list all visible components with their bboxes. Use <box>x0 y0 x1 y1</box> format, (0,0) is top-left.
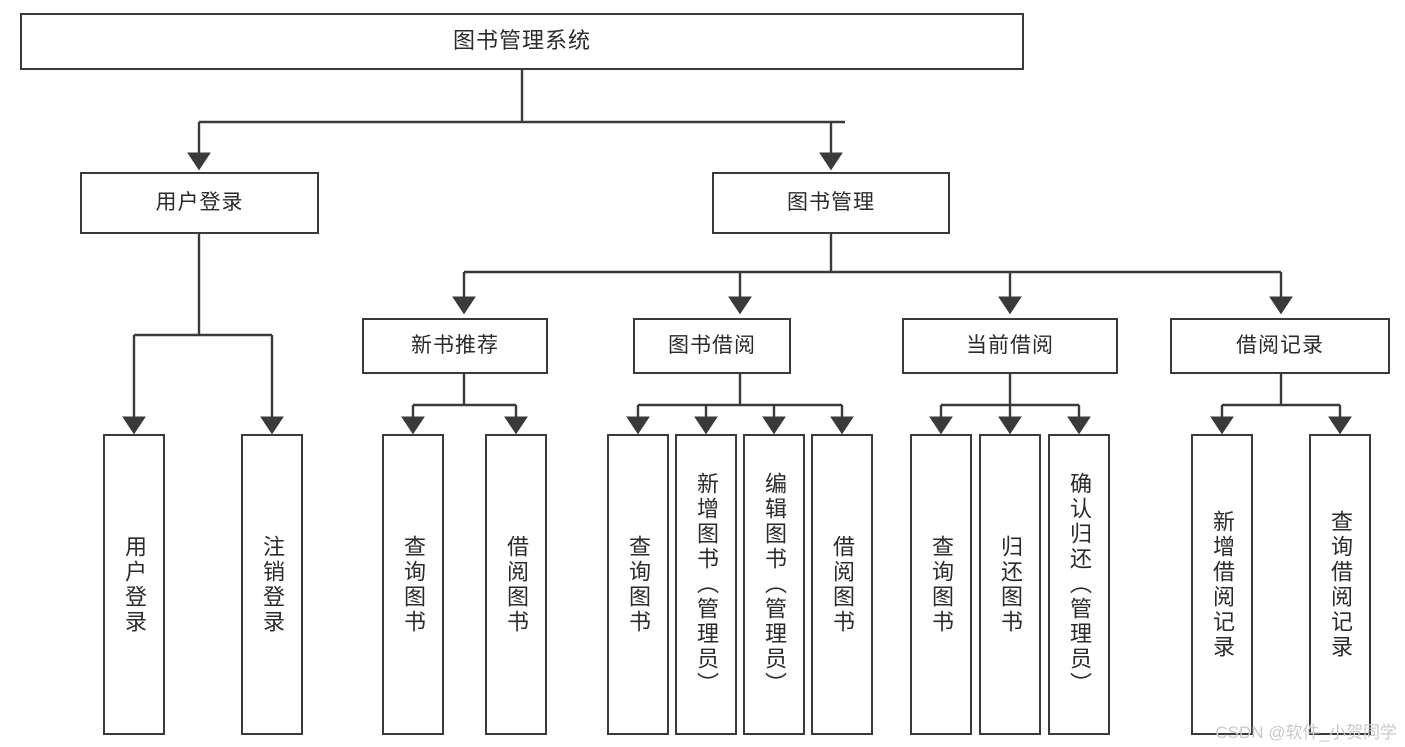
node-label: 借阅图书 <box>504 534 529 635</box>
node-label: 借阅记录 <box>1236 334 1324 358</box>
node-label: 图书借阅 <box>668 334 756 358</box>
node-book-management[interactable]: 图书管理 <box>712 172 950 234</box>
leaf-record-query-record[interactable]: 查询借阅记录 <box>1309 434 1371 735</box>
leaf-borrow-borrow-book[interactable]: 借阅图书 <box>811 434 873 735</box>
node-label: 查询图书 <box>626 534 651 635</box>
node-label: 新增借阅记录 <box>1210 509 1235 660</box>
leaf-user-logout[interactable]: 注销登录 <box>241 434 303 735</box>
node-label: 注销登录 <box>260 534 285 635</box>
leaf-current-confirm-return-admin[interactable]: 确认归还（管理员） <box>1048 434 1110 735</box>
leaf-recommend-query-book[interactable]: 查询图书 <box>382 434 444 735</box>
node-label: 编辑图书（管理员） <box>762 472 787 697</box>
leaf-current-return-book[interactable]: 归还图书 <box>979 434 1041 735</box>
leaf-recommend-borrow-book[interactable]: 借阅图书 <box>485 434 547 735</box>
node-book-management-system[interactable]: 图书管理系统 <box>20 13 1024 70</box>
node-label: 查询借阅记录 <box>1328 509 1353 660</box>
leaf-current-query-book[interactable]: 查询图书 <box>910 434 972 735</box>
node-label: 用户登录 <box>155 191 244 215</box>
node-label: 借阅图书 <box>830 534 855 635</box>
node-label: 新增图书（管理员） <box>694 472 719 697</box>
node-label: 新书推荐 <box>411 334 499 358</box>
leaf-borrow-query-book[interactable]: 查询图书 <box>607 434 669 735</box>
leaf-user-login[interactable]: 用户登录 <box>103 434 165 735</box>
node-label: 查询图书 <box>929 534 954 635</box>
node-label: 图书管理系统 <box>452 28 591 54</box>
leaf-borrow-add-book-admin[interactable]: 新增图书（管理员） <box>675 434 737 735</box>
node-current-borrow[interactable]: 当前借阅 <box>902 318 1118 374</box>
leaf-borrow-edit-book-admin[interactable]: 编辑图书（管理员） <box>743 434 805 735</box>
node-label: 当前借阅 <box>966 334 1054 358</box>
node-new-book-recommend[interactable]: 新书推荐 <box>362 318 548 374</box>
node-label: 图书管理 <box>787 191 875 215</box>
node-label: 用户登录 <box>122 534 147 635</box>
node-book-borrow[interactable]: 图书借阅 <box>633 318 791 374</box>
node-borrow-record[interactable]: 借阅记录 <box>1170 318 1390 374</box>
node-label: 确认归还（管理员） <box>1067 472 1092 697</box>
leaf-record-add-record[interactable]: 新增借阅记录 <box>1191 434 1253 735</box>
node-user-login[interactable]: 用户登录 <box>80 172 319 234</box>
node-label: 归还图书 <box>998 534 1023 635</box>
node-label: 查询图书 <box>401 534 426 635</box>
